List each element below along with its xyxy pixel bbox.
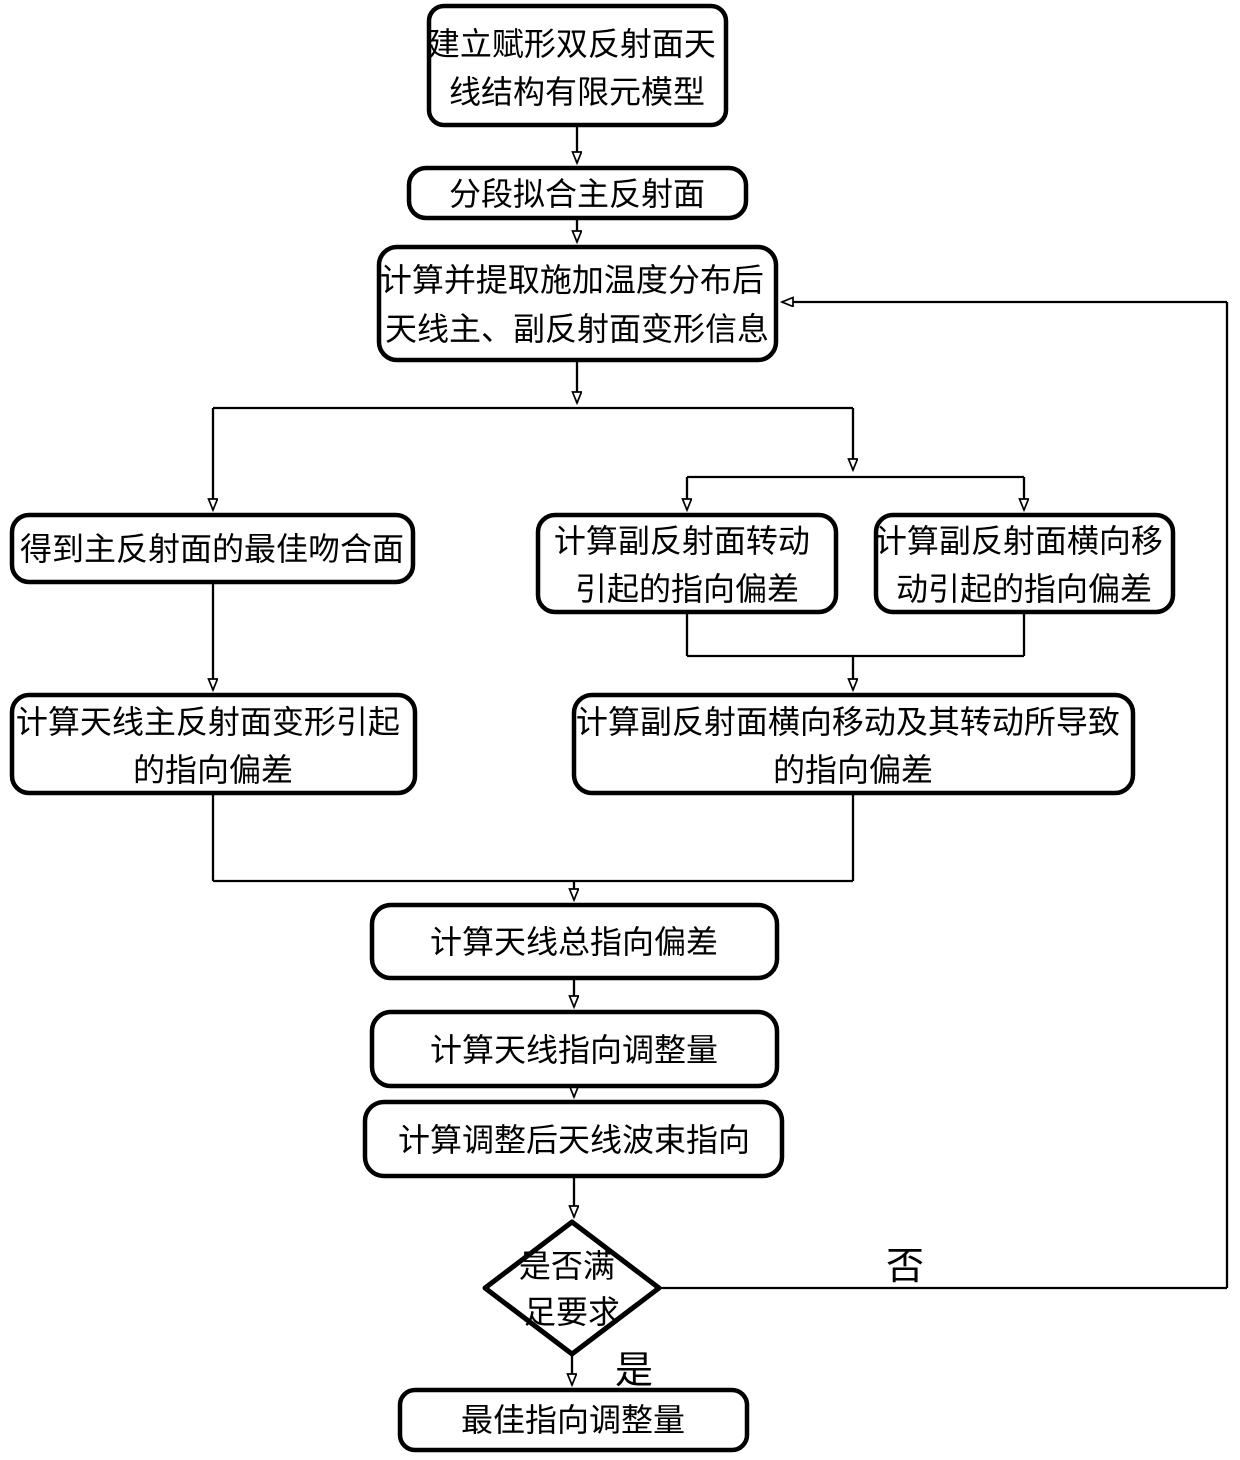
node-final-label: 最佳指向调整量	[461, 1401, 685, 1439]
node-total-label: 计算天线总指向偏差	[430, 923, 718, 961]
node-extract-label: 计算并提取施加温度分布后 天线主、副反射面变形信息	[380, 261, 774, 348]
node-fem: 建立赋形双反射面天 线结构有限元模型	[426, 3, 729, 128]
node-extract-shape	[376, 244, 779, 363]
node-fit: 分段拟合主反射面	[406, 165, 749, 221]
node-fem-shape	[426, 3, 729, 128]
decision-yes-label: 是	[615, 1348, 653, 1392]
node-maindev-shape	[9, 692, 418, 796]
node-subrot-label: 计算副反射面转动 引起的指向偏差	[554, 522, 820, 608]
node-adjust: 计算天线指向调整量	[369, 1009, 780, 1089]
node-beam-label: 计算调整后天线波束指向	[398, 1121, 750, 1159]
node-beam: 计算调整后天线波束指向	[362, 1099, 785, 1179]
node-decision: 是否满 足要求	[482, 1219, 662, 1357]
node-subtrans: 计算副反射面横向移 动引起的指向偏差	[873, 512, 1176, 615]
decision-no-label: 否	[886, 1244, 924, 1288]
node-fit-label: 分段拟合主反射面	[449, 175, 705, 213]
node-adjust-label: 计算天线指向调整量	[430, 1031, 718, 1069]
node-maindev-label: 计算天线主反射面变形引起 的指向偏差	[16, 703, 410, 789]
node-maindev: 计算天线主反射面变形引起 的指向偏差	[9, 692, 418, 796]
node-subtrans-label: 计算副反射面横向移 动引起的指向偏差	[875, 522, 1173, 608]
node-final-shape	[397, 1387, 750, 1453]
node-decision-shape	[482, 1219, 662, 1357]
node-fem-label: 建立赋形双反射面天 线结构有限元模型	[428, 25, 726, 111]
node-subdev-label: 计算副反射面横向移动及其转动所导致 的指向偏差	[576, 703, 1130, 789]
node-fit-shape	[406, 165, 749, 221]
node-final: 最佳指向调整量	[397, 1387, 750, 1453]
node-bestfit-shape	[9, 512, 416, 585]
node-subtrans-shape	[873, 512, 1176, 615]
node-subdev: 计算副反射面横向移动及其转动所导致 的指向偏差	[571, 692, 1136, 796]
node-extract: 计算并提取施加温度分布后 天线主、副反射面变形信息	[376, 244, 779, 363]
node-bestfit-label: 得到主反射面的最佳吻合面	[20, 530, 404, 568]
node-adjust-shape	[369, 1009, 780, 1089]
node-subrot-shape	[535, 512, 839, 615]
node-total: 计算天线总指向偏差	[369, 902, 780, 981]
node-total-shape	[369, 902, 780, 981]
node-subdev-shape	[571, 692, 1136, 796]
node-subrot: 计算副反射面转动 引起的指向偏差	[535, 512, 839, 615]
node-beam-shape	[362, 1099, 785, 1179]
node-bestfit: 得到主反射面的最佳吻合面	[9, 512, 416, 585]
node-decision-label: 是否满 足要求	[519, 1247, 625, 1331]
